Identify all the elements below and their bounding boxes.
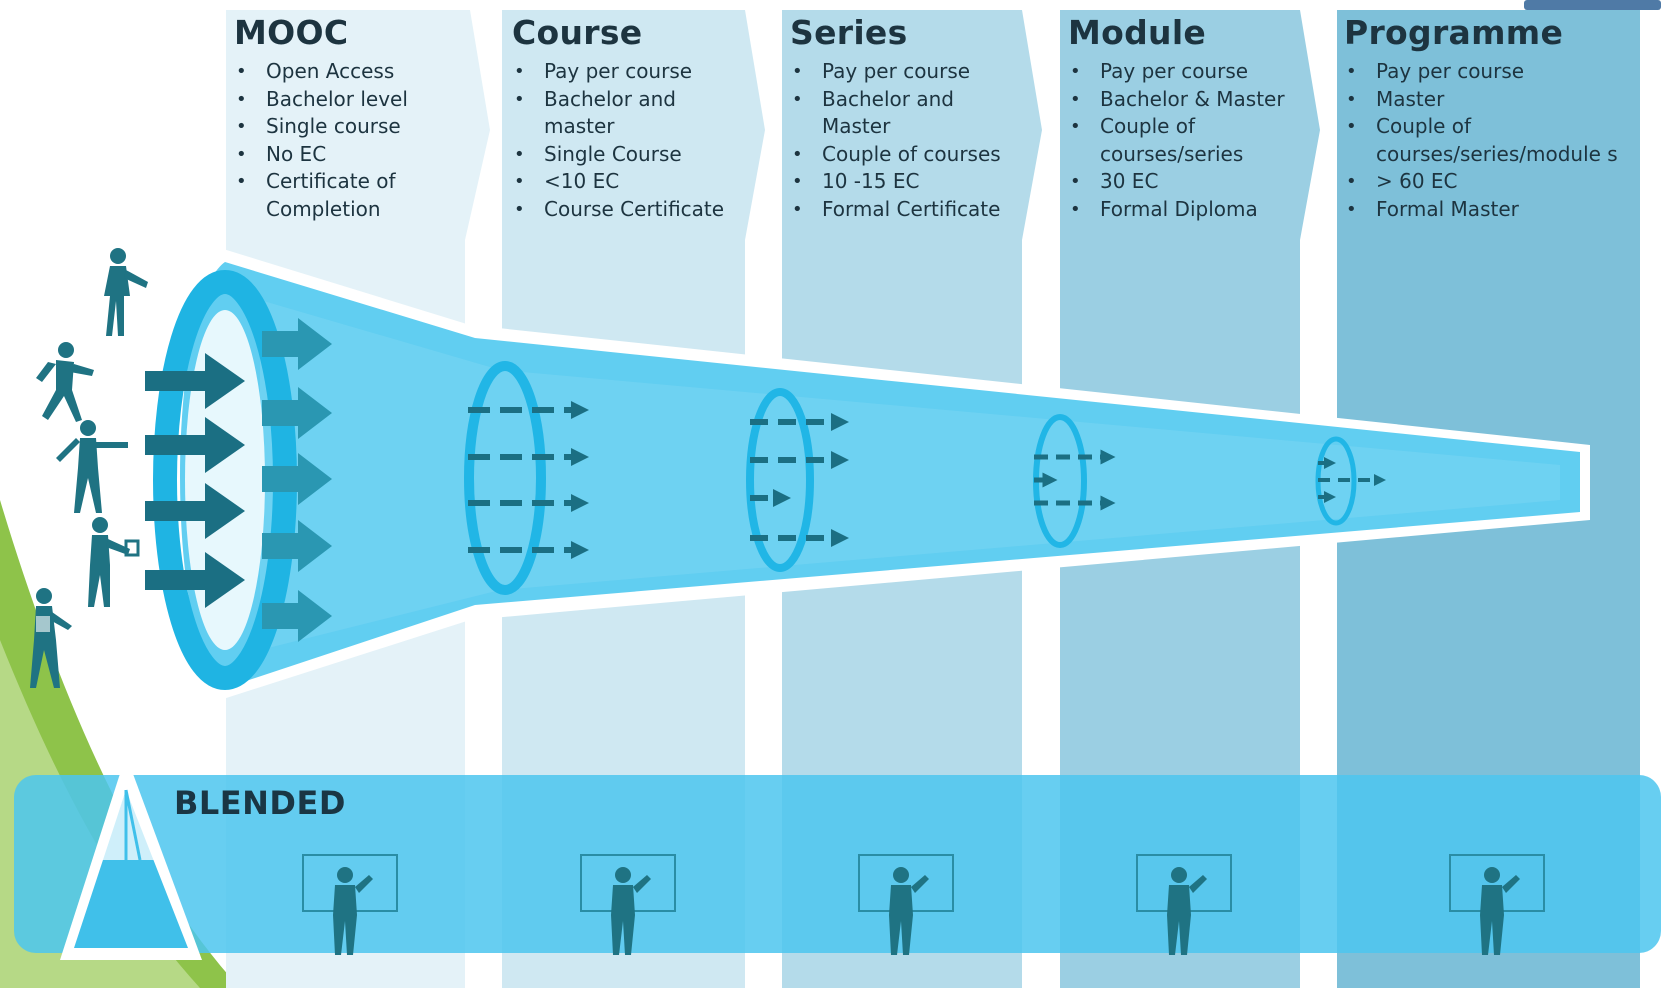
list-item: Bachelor and master — [510, 86, 750, 141]
column-title: MOOC — [234, 13, 349, 52]
list-item: > 60 EC — [1342, 168, 1622, 196]
column-list: Pay per course Bachelor & Master Couple … — [1066, 58, 1306, 224]
list-item: Course Certificate — [510, 196, 750, 224]
column-list: Pay per course Master Couple of courses/… — [1342, 58, 1622, 224]
course-arrows — [468, 401, 589, 559]
pyramid-icon — [60, 755, 202, 960]
module-arrows — [1034, 449, 1116, 511]
column-title: Module — [1068, 13, 1207, 52]
list-item: Pay per course — [1342, 58, 1622, 86]
list-item: Bachelor level — [232, 86, 472, 114]
blended-band — [14, 775, 1661, 953]
list-item: Pay per course — [1066, 58, 1306, 86]
list-item: 10 -15 EC — [788, 168, 1028, 196]
column-module: Module Pay per course Bachelor & Master … — [1066, 14, 1306, 224]
person-walking-icon — [30, 248, 148, 688]
column-list: Open Access Bachelor level Single course… — [232, 58, 472, 224]
arrow-icon — [145, 353, 245, 608]
list-item: Bachelor and Master — [788, 86, 1028, 141]
list-item: No EC — [232, 141, 472, 169]
list-item: Pay per course — [510, 58, 750, 86]
list-item: Open Access — [232, 58, 472, 86]
list-item: Formal Diploma — [1066, 196, 1306, 224]
teacher-board-icon — [302, 854, 1545, 955]
column-programme: Programme Pay per course Master Couple o… — [1342, 14, 1622, 224]
list-item: Single Course — [510, 141, 750, 169]
series-arrows — [750, 413, 849, 547]
column-title: Series — [790, 13, 908, 52]
list-item: Bachelor & Master — [1066, 86, 1306, 114]
corner-tab — [1524, 0, 1661, 10]
column-list: Pay per course Bachelor and Master Coupl… — [788, 58, 1028, 224]
list-item: Couple of courses/series — [1066, 113, 1306, 168]
column-title: Course — [512, 13, 643, 52]
list-item: Couple of courses/series/module s — [1342, 113, 1622, 168]
mooc-arrows — [262, 318, 332, 642]
funnel-ring-series — [746, 388, 814, 572]
column-title: Programme — [1344, 13, 1564, 52]
list-item: Master — [1342, 86, 1622, 114]
column-list: Pay per course Bachelor and master Singl… — [510, 58, 750, 224]
funnel-ring-course — [464, 361, 546, 595]
list-item: Pay per course — [788, 58, 1028, 86]
programme-arrows — [1318, 457, 1386, 503]
column-mooc: MOOC Open Access Bachelor level Single c… — [232, 14, 472, 224]
column-series: Series Pay per course Bachelor and Maste… — [788, 14, 1028, 224]
column-course: Course Pay per course Bachelor and maste… — [510, 14, 750, 224]
blended-label: BLENDED — [174, 784, 346, 822]
list-item: Formal Certificate — [788, 196, 1028, 224]
list-item: Certificate of Completion — [232, 168, 472, 223]
list-item: Couple of courses — [788, 141, 1028, 169]
list-item: Formal Master — [1342, 196, 1622, 224]
list-item: 30 EC — [1066, 168, 1306, 196]
list-item: Single course — [232, 113, 472, 141]
column-backgrounds — [226, 10, 1640, 988]
list-item: <10 EC — [510, 168, 750, 196]
